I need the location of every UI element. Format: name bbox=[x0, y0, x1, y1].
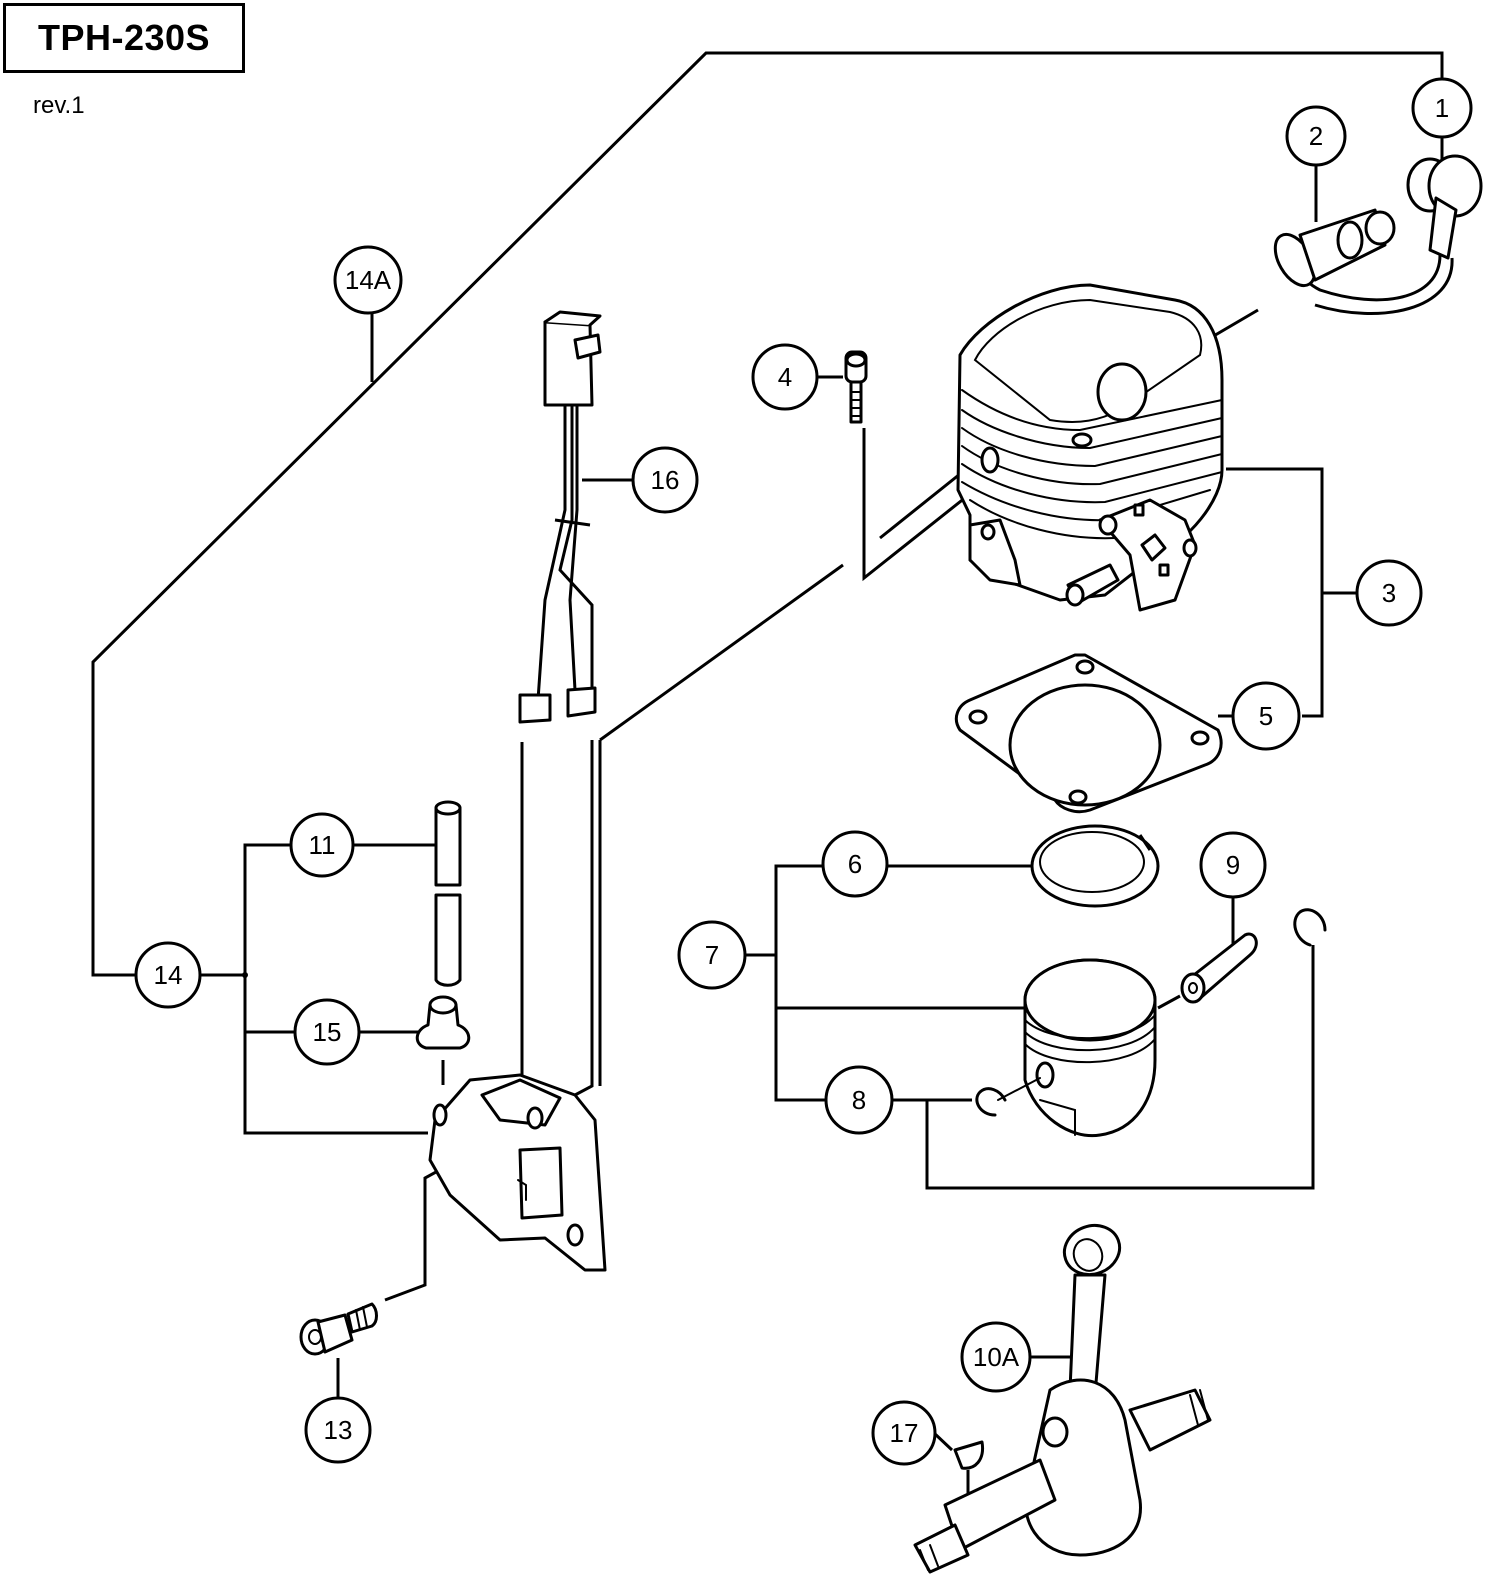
callout-17[interactable]: 17 bbox=[871, 1400, 937, 1466]
callout-13[interactable]: 13 bbox=[304, 1396, 372, 1464]
spark-plug-drawing[interactable] bbox=[1267, 208, 1396, 292]
callout-3-label: 3 bbox=[1382, 578, 1396, 608]
callout-3[interactable]: 3 bbox=[1355, 559, 1423, 627]
crankshaft-drawing[interactable] bbox=[913, 1218, 1212, 1574]
callout-17-label: 17 bbox=[890, 1418, 919, 1448]
callout-9[interactable]: 9 bbox=[1199, 831, 1267, 899]
circlip-right-drawing[interactable] bbox=[1293, 908, 1327, 947]
socket-bolt-drawing[interactable] bbox=[844, 350, 868, 424]
piston-ring-drawing[interactable] bbox=[1030, 824, 1160, 908]
callout-6-label: 6 bbox=[848, 849, 862, 879]
callout-1-label: 1 bbox=[1435, 93, 1449, 123]
callout-5-label: 5 bbox=[1259, 701, 1273, 731]
ignition-coil-drawing[interactable] bbox=[428, 1073, 607, 1272]
cord-grommet-drawing[interactable] bbox=[415, 995, 471, 1050]
cylinder-drawing[interactable] bbox=[956, 283, 1224, 612]
callout-14-label: 14 bbox=[154, 960, 183, 990]
callout-13-label: 13 bbox=[324, 1415, 353, 1445]
callout-11-label: 11 bbox=[309, 830, 336, 860]
callout-14[interactable]: 14 bbox=[134, 941, 202, 1009]
pin-axis bbox=[1157, 994, 1181, 1010]
leader-7-bracket bbox=[774, 864, 826, 1102]
leader-14a-bracket bbox=[91, 51, 1444, 977]
model-title: TPH-230S bbox=[37, 17, 211, 58]
callout-4[interactable]: 4 bbox=[751, 343, 819, 411]
callout-10a[interactable]: 10A bbox=[960, 1321, 1032, 1393]
high-tension-cord-drawing[interactable] bbox=[434, 800, 462, 987]
callout-10a-label: 10A bbox=[973, 1342, 1020, 1372]
callout-7-label: 7 bbox=[705, 940, 719, 970]
callout-6[interactable]: 6 bbox=[821, 830, 889, 898]
leader-17 bbox=[932, 1431, 954, 1452]
woodruff-key-drawing[interactable] bbox=[953, 1440, 985, 1470]
callout-8[interactable]: 8 bbox=[824, 1065, 894, 1135]
cylinder-gasket-drawing[interactable] bbox=[954, 653, 1223, 814]
callout-8-label: 8 bbox=[852, 1085, 866, 1115]
callout-1[interactable]: 1 bbox=[1411, 77, 1473, 139]
callout-15-label: 15 bbox=[313, 1017, 342, 1047]
callout-5[interactable]: 5 bbox=[1231, 681, 1301, 751]
junction-dot bbox=[242, 972, 248, 978]
leader-3-bracket bbox=[1226, 467, 1324, 718]
bolt-4-axis bbox=[862, 428, 991, 582]
callout-16-label: 16 bbox=[651, 465, 680, 495]
callout-15[interactable]: 15 bbox=[293, 998, 361, 1066]
circlip-left-drawing[interactable] bbox=[975, 1077, 1041, 1117]
callout-7[interactable]: 7 bbox=[677, 920, 747, 990]
callout-4-label: 4 bbox=[778, 362, 792, 392]
piston-drawing[interactable] bbox=[1023, 958, 1157, 1138]
revision-label: rev.1 bbox=[33, 92, 85, 119]
callout-16[interactable]: 16 bbox=[631, 446, 699, 514]
coil-bolt-drawing[interactable] bbox=[299, 1302, 378, 1356]
piston-pin-drawing[interactable] bbox=[1180, 932, 1258, 1004]
callout-14a[interactable]: 14A bbox=[333, 245, 403, 315]
callout-2[interactable]: 2 bbox=[1285, 105, 1347, 167]
callout-11[interactable]: 11 bbox=[289, 812, 355, 878]
leader-lines bbox=[91, 51, 1444, 1505]
callout-2-label: 2 bbox=[1309, 121, 1323, 151]
cylinder-axis-line-2 bbox=[599, 563, 844, 742]
model-title-box: TPH-230S bbox=[3, 3, 245, 73]
stop-switch-lead-drawing[interactable] bbox=[518, 310, 602, 724]
callout-9-label: 9 bbox=[1226, 850, 1240, 880]
callout-14a-label: 14A bbox=[345, 265, 392, 295]
leader-14-bracket bbox=[243, 843, 428, 1135]
leader-8-loop bbox=[925, 945, 1315, 1190]
coil-wire-line-2 bbox=[574, 740, 594, 1097]
